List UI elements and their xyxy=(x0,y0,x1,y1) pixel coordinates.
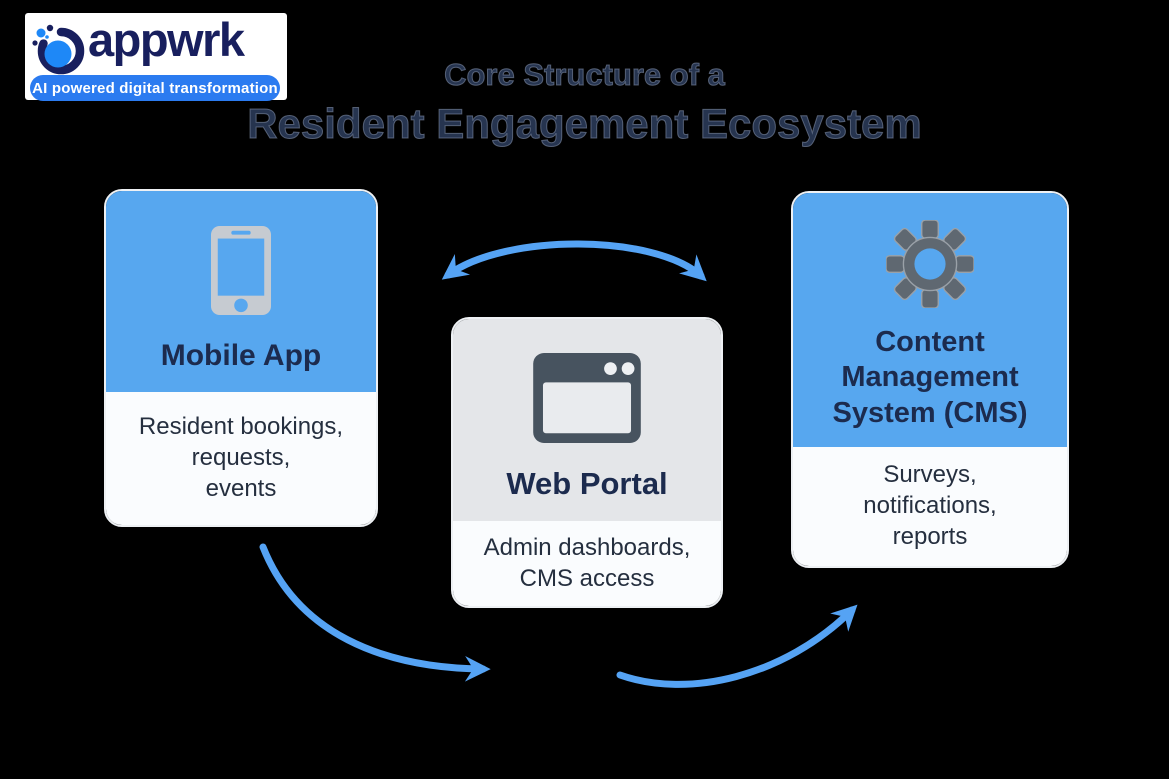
card-web-portal-body-text: Admin dashboards, CMS access xyxy=(483,533,691,592)
card-web-portal-title: Web Portal xyxy=(506,466,668,501)
smartphone-icon xyxy=(210,225,272,321)
arrow-mobile-cms xyxy=(441,240,707,282)
card-cms: Content Management System (CMS) Surveys,… xyxy=(791,191,1069,568)
diagram-title: Core Structure of a Resident Engagement … xyxy=(0,57,1169,148)
diagram-title-line1: Core Structure of a xyxy=(444,57,726,93)
diagram-title-line2: Resident Engagement Ecosystem xyxy=(247,100,923,148)
card-cms-header: Content Management System (CMS) xyxy=(793,193,1067,447)
card-cms-body-text: Surveys, notifications, reports xyxy=(863,461,997,550)
card-mobile-app-body-text: Resident bookings, requests, events xyxy=(138,413,344,502)
logo-tagline: AI powered digital transformation xyxy=(32,79,278,97)
card-cms-title: Content Management System (CMS) xyxy=(832,326,1028,429)
logo-tagline-banner: AI powered digital transformation xyxy=(30,75,280,101)
card-web-portal-header: Web Portal xyxy=(453,319,721,521)
card-cms-body: Surveys, notifications, reports xyxy=(793,447,1067,566)
card-mobile-app-header: Mobile App xyxy=(106,191,376,392)
card-web-portal: Web Portal Admin dashboards, CMS access xyxy=(451,317,723,608)
appwrk-logo: appwrk AI powered digital transformation xyxy=(25,13,287,101)
appwrk-logo-icon xyxy=(32,24,85,75)
arrow-webportal-cms xyxy=(616,604,858,688)
arrow-mobile-webportal xyxy=(259,543,491,682)
card-web-portal-body: Admin dashboards, CMS access xyxy=(453,521,721,606)
card-mobile-app-title: Mobile App xyxy=(160,339,322,372)
logo-brand-text: appwrk xyxy=(88,13,245,66)
card-mobile-app: Mobile App Resident bookings, requests, … xyxy=(104,189,378,527)
gear-icon xyxy=(885,219,975,313)
card-mobile-app-body: Resident bookings, requests, events xyxy=(106,392,376,525)
browser-window-icon xyxy=(533,353,641,448)
